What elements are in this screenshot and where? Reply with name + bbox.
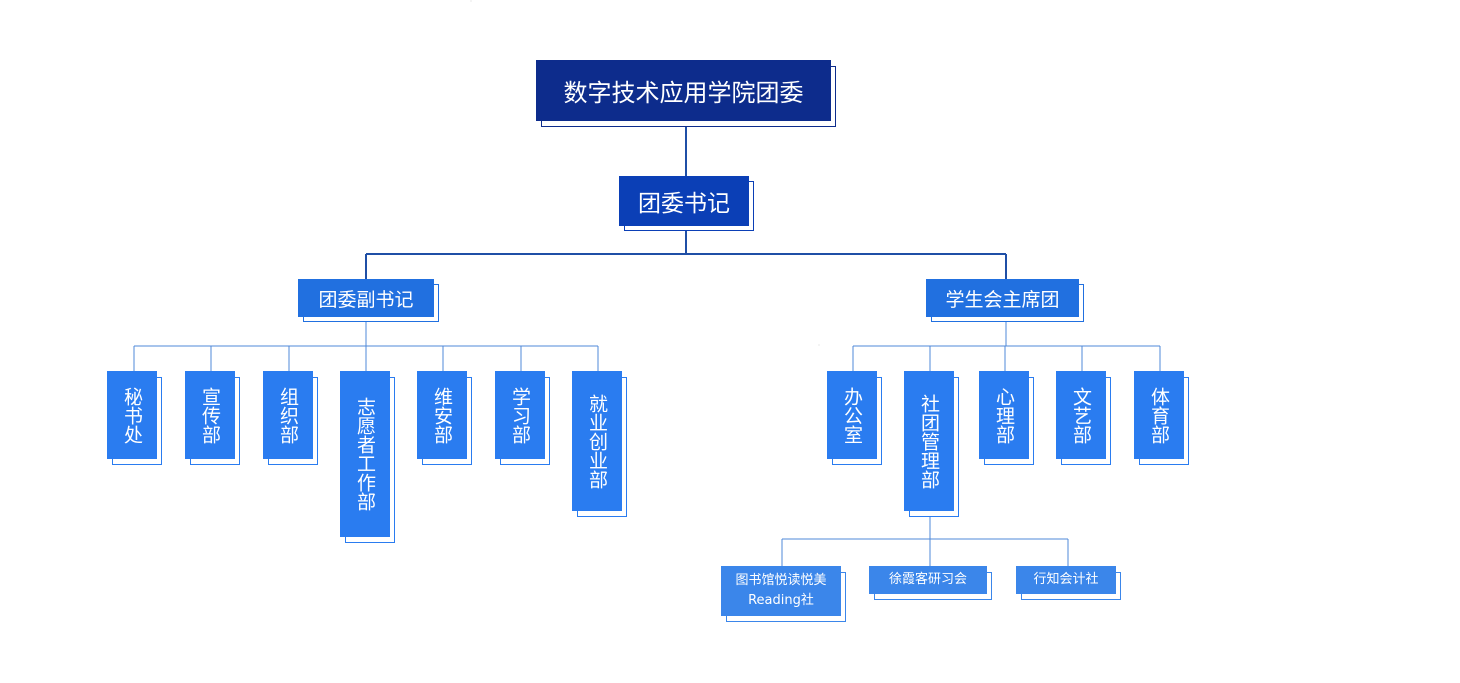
dept-volunteer: 志愿者工作部 xyxy=(340,371,390,537)
dept-study: 学习部 xyxy=(495,371,545,459)
club-reading: 图书馆悦读悦美Reading社 xyxy=(721,566,841,616)
student-union-node: 学生会主席团 xyxy=(926,279,1079,317)
deputy-secretary-node: 团委副书记 xyxy=(298,279,434,317)
dept-arts: 文艺部 xyxy=(1056,371,1106,459)
secretary-node: 团委书记 xyxy=(619,176,749,226)
dept-organization: 组织部 xyxy=(263,371,313,459)
club-xu-xiake: 徐霞客研习会 xyxy=(869,566,987,594)
club-accounting: 行知会计社 xyxy=(1016,566,1116,594)
dept-employment: 就业创业部 xyxy=(572,371,622,511)
dept-psychology: 心理部 xyxy=(979,371,1029,459)
decorative-dot xyxy=(470,0,472,2)
dept-publicity: 宣传部 xyxy=(185,371,235,459)
dept-security: 维安部 xyxy=(417,371,467,459)
root-node: 数字技术应用学院团委 xyxy=(536,60,831,121)
dept-club-management: 社团管理部 xyxy=(904,371,954,511)
decorative-dot xyxy=(818,344,820,346)
dept-office: 办公室 xyxy=(827,371,877,459)
dept-secretariat: 秘书处 xyxy=(107,371,157,459)
dept-sports: 体育部 xyxy=(1134,371,1184,459)
